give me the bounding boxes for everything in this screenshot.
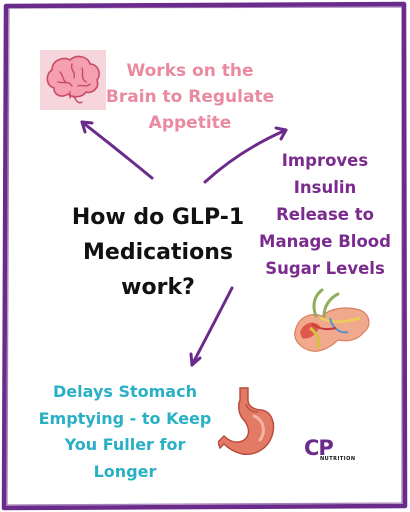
stomach-icon xyxy=(218,387,275,455)
central-question: How do GLP-1 Medications work? xyxy=(58,200,258,305)
brand-logo-mark: CP xyxy=(304,436,334,460)
arrow-to-brain xyxy=(80,120,154,180)
question-line: How do GLP-1 xyxy=(71,205,245,230)
question-line: Medications xyxy=(83,240,233,265)
pancreas-icon xyxy=(294,288,370,352)
brain-benefit-line: Appetite xyxy=(148,113,232,133)
insulin-benefit-text: Improves Insulin Release to Manage Blood… xyxy=(250,147,400,282)
stomach-benefit-text: Delays Stomach Emptying - to Keep You Fu… xyxy=(20,379,230,485)
insulin-benefit-line: Manage Blood xyxy=(259,232,391,251)
question-line: work? xyxy=(121,275,195,300)
insulin-benefit-line: Release to xyxy=(276,205,374,224)
brain-benefit-text: Works on the Brain to Regulate Appetite xyxy=(100,58,280,136)
stomach-benefit-line: Emptying - to Keep xyxy=(38,408,212,428)
insulin-benefit-line: Improves xyxy=(281,151,369,170)
arrow-to-stomach xyxy=(190,286,234,367)
stomach-benefit-line: Longer xyxy=(93,461,157,481)
brain-icon xyxy=(40,50,106,110)
brand-logo: CP NUTRITION xyxy=(304,436,355,466)
brain-benefit-line: Brain to Regulate xyxy=(105,87,275,107)
stomach-benefit-line: You Fuller for xyxy=(64,435,186,454)
brain-benefit-line: Works on the xyxy=(126,61,254,81)
brand-logo-subtitle: NUTRITION xyxy=(320,456,356,462)
insulin-benefit-line: Sugar Levels xyxy=(265,259,385,278)
insulin-benefit-line: Insulin xyxy=(293,178,357,197)
arrow-to-insulin xyxy=(203,128,288,184)
stomach-benefit-line: Delays Stomach xyxy=(53,382,197,401)
